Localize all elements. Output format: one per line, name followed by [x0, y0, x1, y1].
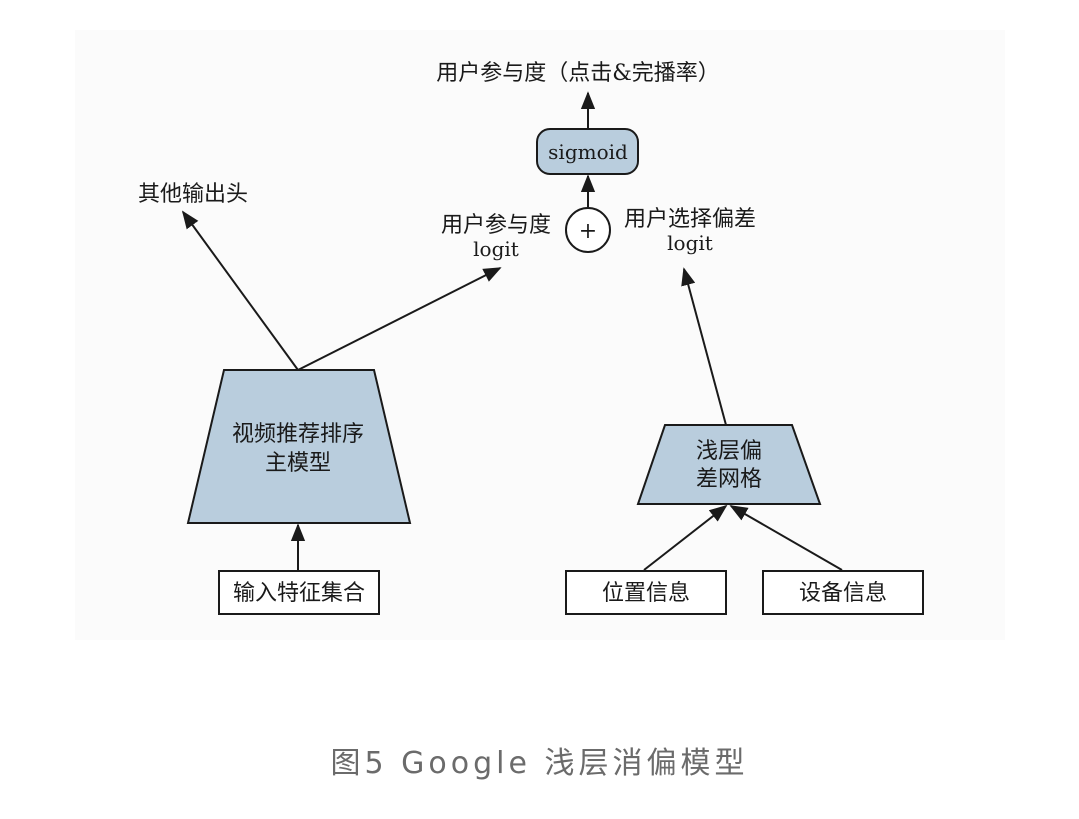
shallow-tower-label-line2: 差网格	[696, 467, 762, 492]
bias-logit-label-line1: 用户选择偏差	[624, 207, 756, 232]
position-info-label: 位置信息	[602, 581, 690, 606]
other-heads-label: 其他输出头	[138, 182, 248, 207]
sigmoid-box	[536, 128, 639, 175]
position-info-box	[565, 570, 727, 615]
device-info-box	[762, 570, 924, 615]
sigmoid-label: sigmoid	[548, 140, 628, 164]
engagement-logit-label-line1: 用户参与度	[441, 213, 551, 238]
plus-sign: +	[579, 219, 597, 244]
device-info-label: 设备信息	[799, 581, 887, 606]
input-features-label: 输入特征集合	[233, 581, 365, 606]
main-ranking-model-trapezoid	[186, 369, 412, 524]
plus-circle	[565, 207, 611, 253]
arrow-position-to-shallow-tower	[643, 504, 728, 571]
main-model-label-line2: 主模型	[265, 451, 331, 476]
figure-caption: 图5 Google 浅层消偏模型	[330, 746, 749, 781]
arrow-main-model-to-other-heads	[181, 210, 299, 371]
user-engagement-label: 用户参与度（点击&完播率）	[436, 61, 720, 86]
shallow-tower-trapezoid	[636, 424, 822, 505]
engagement-logit-label-line2: logit	[473, 237, 519, 261]
arrow-main-model-to-engagement-logit	[297, 267, 502, 371]
diagram-panel	[75, 30, 1005, 640]
arrow-shallow-tower-to-bias-logit	[681, 267, 727, 426]
input-features-box	[218, 570, 380, 615]
shallow-tower-label-line1: 浅层偏	[696, 439, 762, 464]
main-model-label-line1: 视频推荐排序	[232, 422, 364, 447]
bias-logit-label-line2: logit	[667, 231, 713, 255]
arrow-device-to-shallow-tower	[729, 505, 843, 571]
